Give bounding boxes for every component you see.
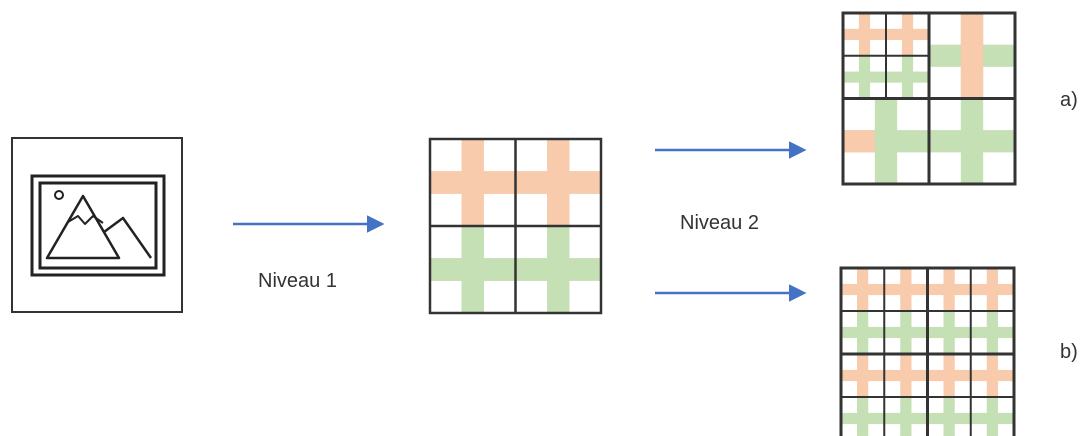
cell-band-v	[461, 226, 484, 313]
cell-band-v	[857, 397, 869, 436]
option-a-label: a)	[1060, 89, 1078, 111]
cell-band-v	[461, 139, 484, 226]
cell-band-v	[547, 139, 570, 226]
cell-band-v	[901, 13, 914, 56]
cell-band-v	[857, 354, 869, 397]
cell-band-v	[943, 397, 955, 436]
cell-band-v	[857, 268, 869, 311]
cell-band-v	[857, 311, 869, 354]
cell-band-v	[900, 354, 912, 397]
cell-band-v	[874, 98, 898, 184]
cell-band-v	[900, 311, 912, 354]
cell-band-v	[960, 13, 984, 99]
option-b-label: b)	[1060, 341, 1078, 363]
cell-band-v	[986, 268, 998, 311]
level1-grid	[428, 137, 603, 315]
level1-label: Niveau 1	[258, 270, 337, 292]
cell-band-v	[986, 311, 998, 354]
cell-band-v	[858, 55, 871, 99]
level2-grid-b	[839, 266, 1016, 436]
cell-band-v	[960, 98, 984, 184]
cell-band-v	[986, 397, 998, 436]
cell-band-h	[843, 130, 875, 153]
cell-band-v	[900, 268, 912, 311]
cell-band-v	[943, 311, 955, 354]
cell-band-v	[900, 397, 912, 436]
cell-band-v	[858, 13, 871, 56]
cell-band-v	[547, 226, 570, 313]
image-icon	[11, 137, 183, 313]
cell-band-v	[901, 55, 914, 99]
cell-band-v	[943, 268, 955, 311]
level2-label: Niveau 2	[680, 212, 759, 234]
level2-grid-a	[841, 11, 1017, 186]
cell-band-v	[986, 354, 998, 397]
cell-band-v	[943, 354, 955, 397]
